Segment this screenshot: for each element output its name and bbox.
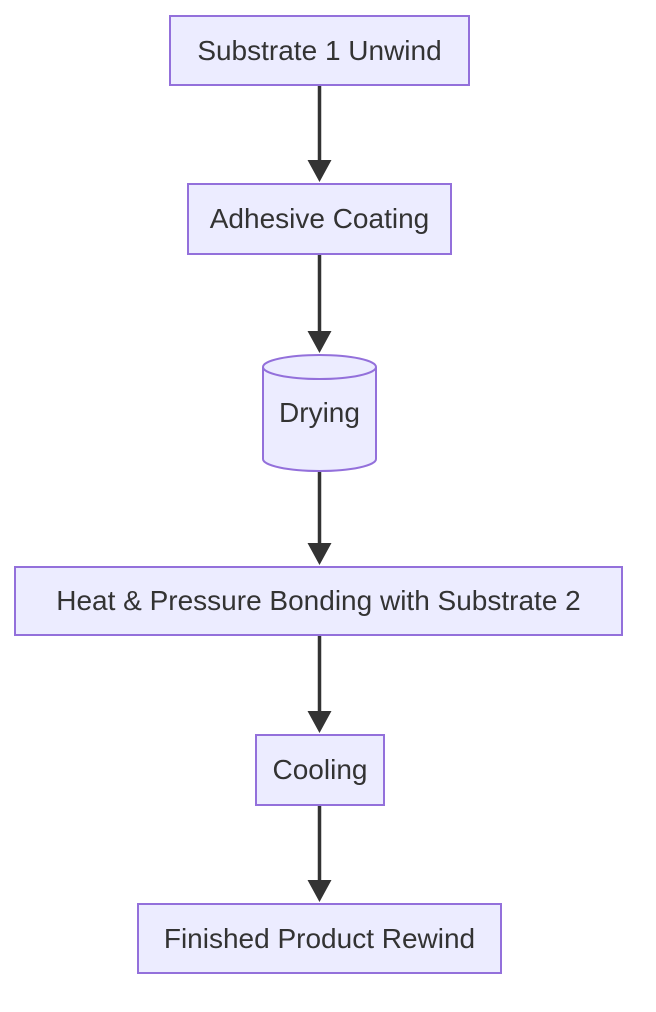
arrowhead-icon	[307, 880, 332, 902]
node-finished-product-rewind: Finished Product Rewind	[137, 903, 502, 974]
arrowhead-icon	[307, 711, 332, 733]
edge-substrate-to-adhesive	[307, 86, 332, 182]
node-label: Heat & Pressure Bonding with Substrate 2	[56, 585, 581, 617]
node-label: Substrate 1 Unwind	[197, 34, 442, 66]
arrowhead-icon	[307, 543, 332, 565]
node-label: Drying	[279, 397, 360, 429]
edge-drying-to-bonding	[307, 470, 332, 565]
arrowhead-icon	[307, 331, 332, 353]
node-substrate-1-unwind: Substrate 1 Unwind	[169, 15, 470, 86]
node-cooling: Cooling	[255, 734, 385, 806]
arrowhead-icon	[307, 160, 332, 182]
edge-adhesive-to-drying	[307, 255, 332, 353]
node-label: Finished Product Rewind	[163, 922, 476, 954]
edge-bonding-to-cooling	[307, 636, 332, 733]
cylinder-shape-icon	[262, 354, 377, 472]
node-adhesive-coating: Adhesive Coating	[187, 183, 452, 255]
edge-cooling-to-rewind	[307, 806, 332, 902]
node-drying: Drying	[262, 354, 377, 472]
node-label: Cooling	[272, 754, 368, 786]
node-label: Adhesive Coating	[209, 203, 430, 235]
node-heat-pressure-bonding: Heat & Pressure Bonding with Substrate 2	[14, 566, 623, 636]
